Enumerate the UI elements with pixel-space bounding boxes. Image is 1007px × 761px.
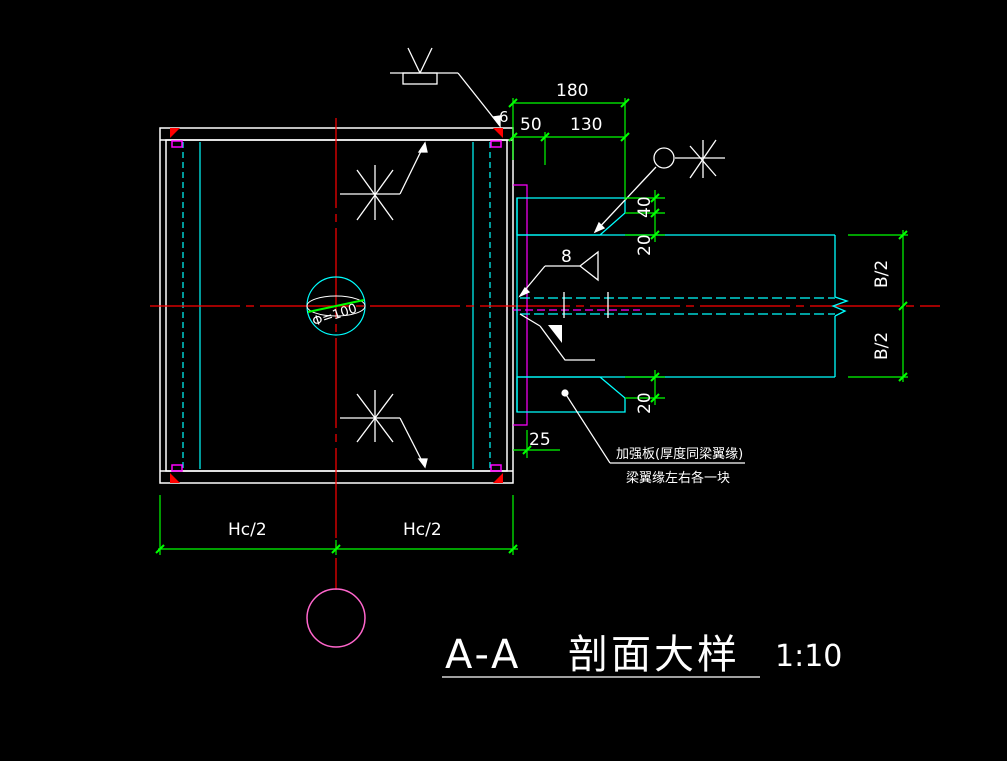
axis-lines xyxy=(150,118,940,590)
dimension-130: 130 xyxy=(570,115,602,135)
dimension-20-bottom: 20 xyxy=(635,392,655,414)
dimension-20-top: 20 xyxy=(635,234,655,256)
dimension-6: 6 xyxy=(499,108,509,126)
scale-label: 1:10 xyxy=(775,639,842,674)
note-leader xyxy=(561,389,745,464)
weld-symbol-flag xyxy=(390,47,501,128)
weld-symbol-web xyxy=(518,250,609,361)
dimension-ticks xyxy=(155,98,908,554)
weld-symbol-top xyxy=(340,141,428,221)
dimension-180: 180 xyxy=(556,81,588,101)
dimension-40: 40 xyxy=(635,196,655,218)
dimension-25: 25 xyxy=(529,430,551,450)
dimension-b-half-bottom: B/2 xyxy=(872,332,892,360)
dimension-hc-half-right: Hc/2 xyxy=(403,520,442,540)
dimension-b-half-top: B/2 xyxy=(872,260,892,288)
beam-outline xyxy=(516,197,849,413)
corner-welds xyxy=(170,128,503,483)
section-name: 剖面大样 xyxy=(568,632,740,678)
note-line-2: 梁翼缘左右各一块 xyxy=(626,470,730,486)
weld-symbol-bottom xyxy=(340,390,428,469)
dimension-8: 8 xyxy=(561,247,572,267)
axis-bubble xyxy=(306,588,366,648)
dimension-50: 50 xyxy=(520,115,542,135)
corner-plates xyxy=(171,140,502,472)
dimension-lines xyxy=(158,98,908,555)
connection-plate xyxy=(513,184,640,426)
dimension-hc-half-left: Hc/2 xyxy=(228,520,267,540)
weld-symbol-top-right xyxy=(593,139,725,234)
section-label: A-A xyxy=(445,632,521,678)
note-line-1: 加强板(厚度同梁翼缘) xyxy=(616,446,743,462)
